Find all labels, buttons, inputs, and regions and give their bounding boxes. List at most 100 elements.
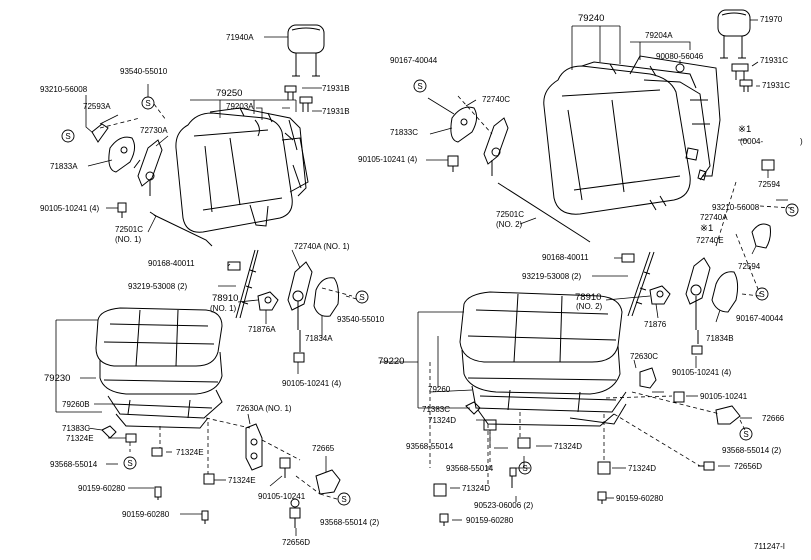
part-label: 93210-56008 bbox=[40, 85, 88, 94]
part-label: 71833A bbox=[50, 162, 78, 171]
seatback-right-drawing bbox=[543, 55, 721, 215]
leg-72630c-drawing bbox=[639, 367, 657, 389]
part-label: 71931C bbox=[760, 56, 789, 65]
nut-90080-drawing bbox=[675, 63, 685, 73]
part-label: 90159-60280 bbox=[616, 494, 664, 503]
part-label: 90168-40011 bbox=[542, 253, 589, 262]
part-label: 79250 bbox=[216, 88, 243, 99]
part-label: 78910 bbox=[575, 292, 602, 303]
part-label: 72665 bbox=[312, 444, 335, 453]
part-label: 72740A bbox=[700, 213, 728, 222]
part-label: 79220 bbox=[378, 356, 405, 367]
part-label: 72594 bbox=[738, 262, 761, 271]
part-label: 79260B bbox=[62, 400, 90, 409]
part-label: (NO. 1) bbox=[115, 235, 142, 244]
cushion-left-drawing bbox=[95, 307, 223, 429]
guide-71931c-drawing bbox=[731, 63, 753, 92]
part-label: 71324D bbox=[554, 442, 583, 451]
part-label: 71970 bbox=[760, 15, 783, 24]
part-label: 93219-53008 (2) bbox=[128, 282, 188, 291]
bolt-left-1-drawing bbox=[117, 202, 127, 218]
screw-s-mark: S bbox=[789, 206, 794, 215]
part-label: 72656D bbox=[282, 538, 311, 547]
part-label: 90159-60280 bbox=[466, 516, 514, 525]
screw-s-mark: S bbox=[359, 293, 364, 302]
part-label: 90080-56046 bbox=[656, 52, 704, 61]
spring-78910-right-drawing bbox=[621, 251, 655, 317]
dashed-lines bbox=[99, 95, 793, 501]
part-label: 72740C bbox=[482, 95, 511, 104]
part-label: 79260 bbox=[428, 385, 451, 394]
recliner-72740e-drawing bbox=[685, 257, 711, 355]
part-72666-drawing bbox=[715, 405, 741, 425]
part-label: 93568-55014 (2) bbox=[722, 446, 782, 455]
recliner-left-drawing bbox=[133, 139, 163, 196]
headrest-right-drawing bbox=[717, 9, 751, 59]
part-label: 72740E bbox=[696, 236, 724, 245]
part-label: 90159-60280 bbox=[122, 510, 170, 519]
small-parts-left-drawing bbox=[101, 425, 215, 524]
part-label: 79203A bbox=[226, 102, 254, 111]
headrest-left-drawing bbox=[287, 24, 325, 77]
part-label: 78910 bbox=[212, 293, 239, 304]
part-label: 72630A (NO. 1) bbox=[236, 404, 292, 413]
part-label: 90105-10241 bbox=[700, 392, 748, 401]
cable-72501c-1-drawing bbox=[153, 214, 213, 247]
part-label: (NO. 1) bbox=[210, 304, 237, 313]
part-label: 79240 bbox=[578, 13, 605, 24]
leg-72630a-drawing bbox=[245, 423, 263, 471]
part-label: 90105-10241 (4) bbox=[672, 368, 732, 377]
part-label: 71383C bbox=[422, 405, 451, 414]
hinge-cover-left-drawing bbox=[91, 123, 136, 173]
part-label: 93568-55014 (2) bbox=[320, 518, 380, 527]
seatback-left-drawing bbox=[175, 107, 309, 233]
part-label: 72594 bbox=[758, 180, 781, 189]
screw-s-mark: S bbox=[522, 464, 527, 473]
small-parts-right-drawing bbox=[433, 401, 611, 526]
part-label: 90167-40044 bbox=[736, 314, 784, 323]
screw-s-mark: S bbox=[341, 495, 346, 504]
part-label: 90159-60280 bbox=[78, 484, 126, 493]
part-label: 71833C bbox=[390, 128, 419, 137]
screw-s-mark: S bbox=[65, 132, 70, 141]
striker-72656d-left-drawing bbox=[289, 498, 301, 528]
part-label: 71931B bbox=[322, 107, 350, 116]
guide-71931b-drawing bbox=[284, 85, 313, 112]
part-label: 90105-10241 (4) bbox=[40, 204, 100, 213]
part-label: 72593A bbox=[83, 102, 111, 111]
part-label: 93568-55014 bbox=[446, 464, 494, 473]
part-label: 71324E bbox=[228, 476, 256, 485]
part-label: 72730A bbox=[140, 126, 168, 135]
part-label: (NO. 2) bbox=[496, 220, 523, 229]
part-label: 71383C bbox=[62, 424, 91, 433]
part-label: 71324E bbox=[66, 434, 94, 443]
part-label: 71834B bbox=[706, 334, 734, 343]
bolt-left-2-drawing bbox=[279, 457, 291, 478]
part-label: 71324D bbox=[628, 464, 657, 473]
cover-71834b-drawing bbox=[711, 271, 739, 313]
bolt-right-1-drawing bbox=[447, 155, 459, 172]
part-label: 72501C bbox=[496, 210, 525, 219]
part-label: 93219-53008 (2) bbox=[522, 272, 582, 281]
part-label: 79230 bbox=[44, 373, 71, 384]
part-label: ※1 bbox=[700, 223, 714, 234]
part-label: 90523-06006 (2) bbox=[474, 501, 534, 510]
screw-s-mark: S bbox=[127, 459, 132, 468]
part-label: 71324D bbox=[462, 484, 491, 493]
clip-72594-drawing bbox=[751, 159, 775, 249]
part-label: 90105-10241 (4) bbox=[282, 379, 342, 388]
part-label: 90105-10241 (4) bbox=[358, 155, 418, 164]
bracket-71876a-drawing bbox=[257, 291, 279, 311]
part-label: 72656D bbox=[734, 462, 763, 471]
cable-72501c-2-drawing bbox=[497, 182, 591, 243]
screw-s-mark: S bbox=[145, 99, 150, 108]
part-label: 90167-40044 bbox=[390, 56, 438, 65]
part-label: 71931B bbox=[322, 84, 350, 93]
part-label: 72666 bbox=[762, 414, 785, 423]
bracket-71876-right-drawing bbox=[649, 285, 671, 305]
part-label: 93568-55014 bbox=[406, 442, 454, 451]
part-label: 93210-56008 bbox=[712, 203, 760, 212]
part-label: (NO. 2) bbox=[576, 302, 603, 311]
part-label: 79204A bbox=[645, 31, 673, 40]
